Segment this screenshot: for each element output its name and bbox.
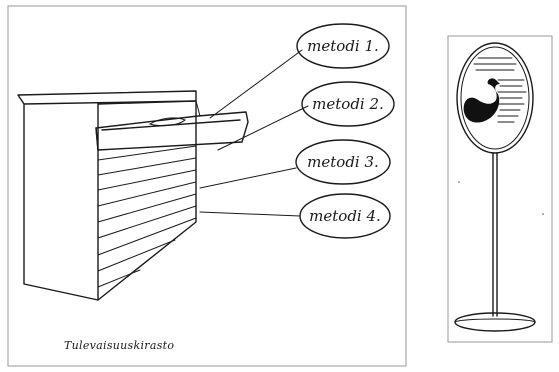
left-sketch-frame: [8, 6, 406, 366]
right-sketch-frame: [448, 36, 552, 342]
stray-dot: [542, 213, 544, 215]
svg-text:metodi 3.: metodi 3.: [307, 153, 379, 171]
sketch-caption: Tulevaisuuskirasto: [64, 339, 174, 352]
svg-text:metodi 2.: metodi 2.: [312, 95, 384, 113]
stray-dot: [458, 181, 460, 183]
svg-text:metodi 4.: metodi 4.: [309, 207, 381, 225]
svg-text:metodi 1.: metodi 1.: [307, 37, 379, 55]
